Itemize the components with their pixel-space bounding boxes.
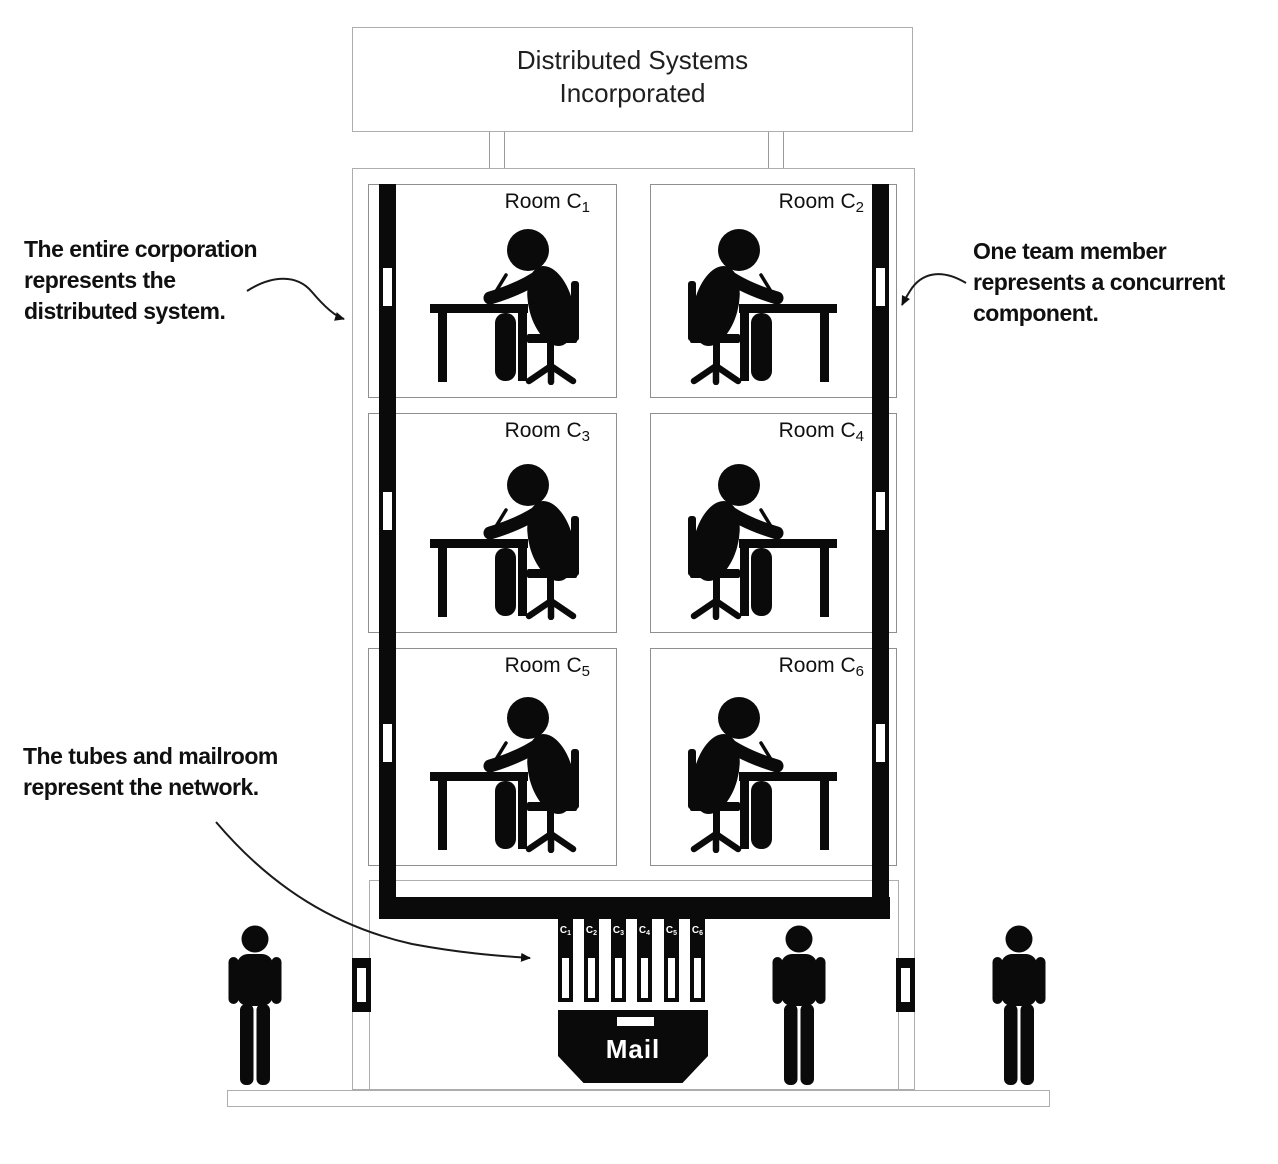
mail-tube-c4-label: C4 — [638, 925, 651, 937]
standing-person-icon — [224, 925, 286, 1087]
mail-tube-c2: C2 — [584, 919, 599, 1002]
room-c4-label: Room C4 — [778, 419, 864, 445]
room-c3-label: Room C3 — [504, 419, 590, 445]
tube-slot — [383, 724, 392, 762]
corporation-arrow — [246, 277, 345, 321]
person-at-desk-icon — [430, 464, 580, 620]
room-c6: Room C6 — [650, 648, 897, 866]
wall-mailbox-left — [352, 958, 371, 1012]
room-c1: Room C1 — [368, 184, 617, 398]
room-c5: Room C5 — [368, 648, 617, 866]
room-c4: Room C4 — [650, 413, 897, 633]
annotation-network: The tubes and mailroom represent the net… — [23, 741, 278, 803]
annotation-corporation: The entire corporation represents the di… — [24, 234, 258, 327]
mail-tube-slot — [588, 958, 595, 998]
mail-tube-c2-label: C2 — [585, 925, 598, 937]
person-at-desk-icon — [687, 229, 837, 385]
annotation-component-line3: component. — [973, 300, 1099, 326]
annotation-corporation-line3: distributed system. — [24, 298, 226, 324]
room-c2: Room C2 — [650, 184, 897, 398]
mail-tube-c5-label: C5 — [665, 925, 678, 937]
mail-tube-c6: C6 — [690, 919, 705, 1002]
tube-slot — [383, 492, 392, 530]
standing-person-icon — [988, 925, 1050, 1087]
mail-tube-c1-label: C1 — [559, 925, 572, 937]
annotation-component: One team member represents a concurrent … — [973, 236, 1225, 329]
wall-mailbox-slot — [357, 968, 366, 1002]
mail-tube-c5: C5 — [664, 919, 679, 1002]
sign-post-left — [489, 132, 505, 169]
mail-tube-c4: C4 — [637, 919, 652, 1002]
room-c5-label: Room C5 — [504, 654, 590, 680]
annotation-component-line2: represents a concurrent — [973, 269, 1225, 295]
person-at-desk-icon — [430, 697, 580, 853]
room-c3: Room C3 — [368, 413, 617, 633]
mail-tube-slot — [668, 958, 675, 998]
mailroom-label: Mail — [605, 1034, 661, 1064]
mailroom-slot — [617, 1017, 654, 1026]
mail-tube-slot — [615, 958, 622, 998]
room-c2-label: Room C2 — [778, 190, 864, 216]
mail-tube-c6-label: C6 — [691, 925, 704, 937]
tube-slot — [876, 492, 885, 530]
tube-slot — [876, 268, 885, 306]
room-c1-label: Room C1 — [504, 190, 590, 216]
tube-slot — [383, 268, 392, 306]
mail-tube-slot — [641, 958, 648, 998]
annotation-network-line1: The tubes and mailroom — [23, 743, 278, 769]
company-sign-line2: Incorporated — [559, 78, 706, 108]
tube-slot — [876, 724, 885, 762]
person-at-desk-icon — [430, 229, 580, 385]
person-at-desk-icon — [687, 464, 837, 620]
wall-mailbox-slot — [901, 968, 910, 1002]
mailroom-hopper: Mail — [558, 1010, 708, 1083]
mail-tube-c3-label: C3 — [612, 925, 625, 937]
company-sign: Distributed Systems Incorporated — [352, 27, 913, 132]
mail-tube-c3: C3 — [611, 919, 626, 1002]
annotation-corporation-line1: The entire corporation — [24, 236, 258, 262]
sign-post-right — [768, 132, 784, 169]
company-sign-line1: Distributed Systems — [516, 45, 749, 75]
standing-person-icon — [768, 925, 830, 1087]
base-platform — [227, 1090, 1050, 1107]
wall-mailbox-right — [896, 958, 915, 1012]
annotation-network-line2: represent the network. — [23, 774, 259, 800]
annotation-component-line1: One team member — [973, 238, 1167, 264]
mail-tube-c1: C1 — [558, 919, 573, 1002]
mail-tube-slot — [562, 958, 569, 998]
room-c6-label: Room C6 — [778, 654, 864, 680]
person-at-desk-icon — [687, 697, 837, 853]
bottom-tube — [379, 897, 890, 919]
annotation-corporation-line2: represents the — [24, 267, 176, 293]
mail-tube-slot — [694, 958, 701, 998]
